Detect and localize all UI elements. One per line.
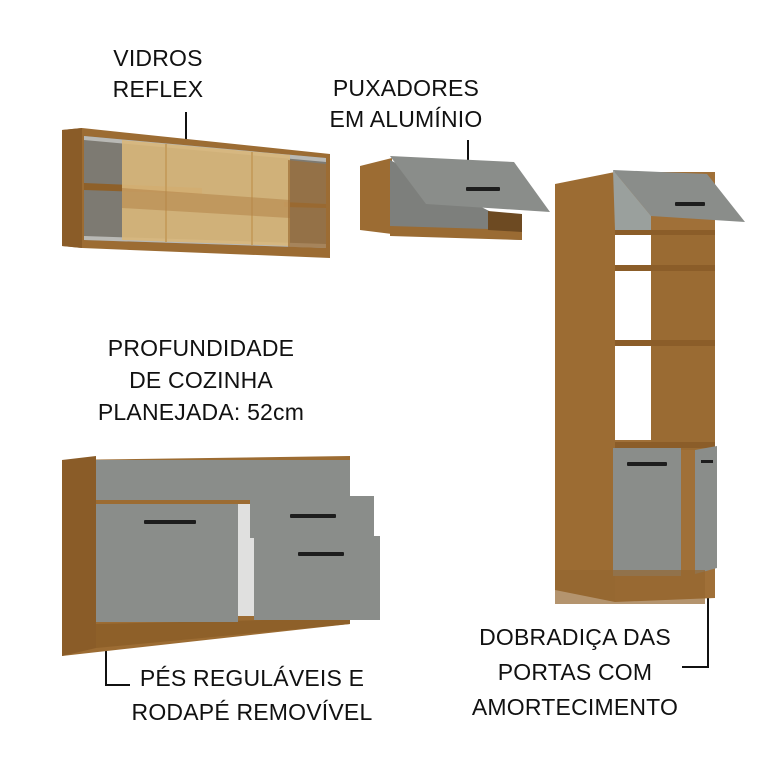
label-line: REFLEX xyxy=(112,76,204,102)
label-profundidade: PROFUNDIDADE DE COZINHA PLANEJADA: 52cm xyxy=(86,332,316,428)
tall-oven-tower-illustration xyxy=(555,170,745,604)
label-line: PLANEJADA: 52cm xyxy=(97,399,305,425)
callout-line-pes-vertical xyxy=(105,648,107,686)
base-cabinet-illustration xyxy=(62,456,380,656)
upper-glass-cabinet xyxy=(62,128,330,258)
base-cabinet xyxy=(62,452,382,656)
label-line: DOBRADIÇA DAS xyxy=(479,624,671,650)
label-line: DE COZINHA xyxy=(129,367,273,393)
tall-oven-tower xyxy=(555,170,745,606)
label-line: AMORTECIMENTO xyxy=(471,694,679,720)
label-vidros-reflex: VIDROS REFLEX xyxy=(98,43,218,105)
upper-flap-cabinet-illustration xyxy=(360,156,550,240)
label-line: PUXADORES xyxy=(332,75,480,101)
label-dobradica: DOBRADIÇA DAS PORTAS COM AMORTECIMENTO xyxy=(458,620,692,725)
label-line: EM ALUMÍNIO xyxy=(329,106,483,132)
upper-glass-cabinet-illustration xyxy=(62,128,330,258)
label-line: PROFUNDIDADE xyxy=(107,335,295,361)
callout-line-vidros xyxy=(185,112,187,162)
label-puxadores: PUXADORES EM ALUMÍNIO xyxy=(316,73,496,135)
label-line: PÉS REGULÁVEIS E xyxy=(139,665,365,691)
label-line: RODAPÉ REMOVÍVEL xyxy=(131,699,373,725)
callout-line-pes-horizontal xyxy=(105,684,130,686)
label-line: VIDROS xyxy=(113,45,203,71)
label-line: PORTAS COM xyxy=(497,659,653,685)
label-pes-regulaveis: PÉS REGULÁVEIS E RODAPÉ REMOVÍVEL xyxy=(124,661,380,729)
upper-flap-cabinet xyxy=(360,156,552,242)
callout-line-dobradica-horizontal xyxy=(682,666,709,668)
callout-line-dobradica-vertical xyxy=(707,560,709,668)
